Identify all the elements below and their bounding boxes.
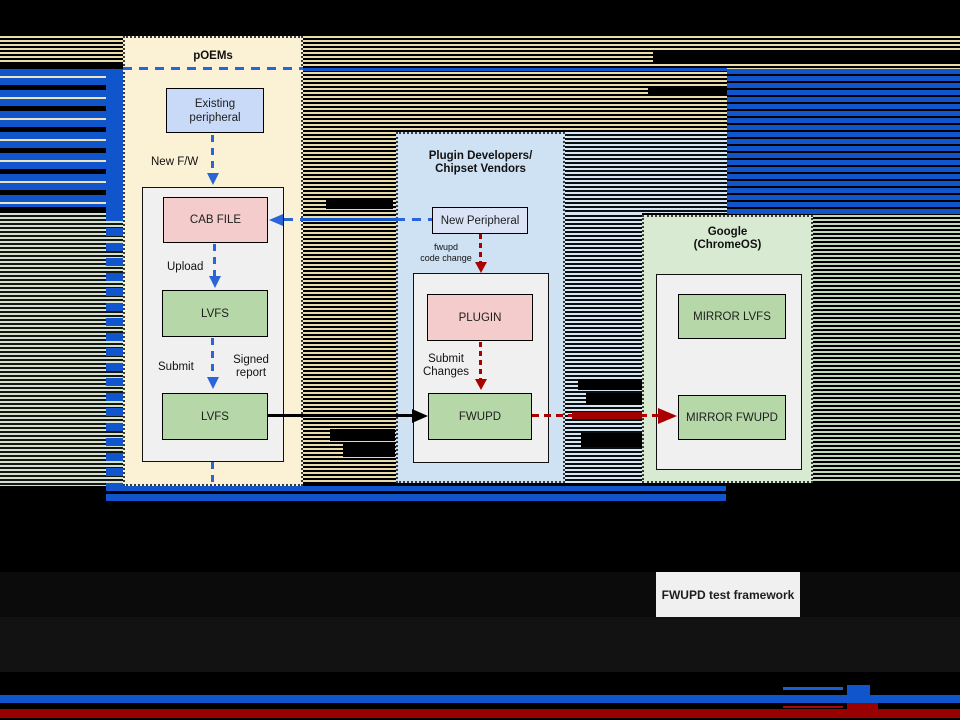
arrow-fwupd-code-change-head — [475, 262, 487, 273]
arrow-newperipheral-head — [269, 214, 283, 226]
redaction-bar-middle — [326, 198, 393, 209]
node-cab-file-label: CAB FILE — [189, 214, 242, 226]
node-mirror-fwupd: MIRROR FWUPD — [678, 395, 786, 440]
label-upload: Upload — [167, 261, 204, 273]
node-existing-peripheral-line2: peripheral — [189, 111, 241, 124]
glitch-red-thin-line — [783, 706, 843, 708]
node-mirror-fwupd-label: MIRROR FWUPD — [686, 411, 778, 424]
label-signed-report: Signed report — [228, 354, 274, 380]
glitch-blue-line-top — [303, 68, 727, 71]
arrow-lvfs-to-fwupd-head — [412, 409, 428, 423]
redaction-bar-below-lvfs-1 — [330, 429, 395, 441]
glitch-blue-dash-below-panel — [211, 462, 214, 486]
arrow-fwupd-to-mirror-head — [658, 408, 677, 424]
node-fwupd-test-framework-label: FWUPD test framework — [661, 587, 795, 602]
glitch-dark-band-1 — [0, 572, 960, 617]
node-new-peripheral: New Peripheral — [432, 207, 528, 234]
node-existing-peripheral-line1: Existing — [194, 97, 236, 110]
glitch-stripes-tan-middle — [303, 132, 396, 483]
redaction-bar-below-lvfs-2 — [343, 444, 395, 457]
label-fwupd-code-change: fwupd code change — [408, 242, 484, 264]
redaction-bar-top-right — [653, 51, 960, 62]
glitch-stripes-blue-right — [727, 69, 960, 215]
group-google-title-line1: Google — [707, 226, 748, 238]
node-fwupd-test-framework: FWUPD test framework — [656, 572, 800, 617]
glitch-stripes-lightblue-upper — [565, 132, 727, 213]
arrow-newperipheral-glitch-solid — [303, 218, 396, 221]
group-plugin-vendors-title-line2: Chipset Vendors — [435, 163, 526, 175]
label-submit: Submit — [158, 361, 194, 373]
glitch-blue-hbar-1 — [106, 486, 726, 491]
node-plugin-label: PLUGIN — [458, 311, 502, 324]
arrow-fwupd-to-mirror-glitch-solid — [572, 412, 642, 419]
glitch-blue-column — [106, 69, 123, 213]
glitch-blue-hbar-2 — [106, 494, 726, 501]
arrow-submit-changes-head — [475, 379, 487, 390]
label-fwupd-change-line2: code change — [420, 253, 472, 263]
arrow-fwupd-code-change-line — [479, 234, 482, 264]
label-signed-line1: Signed — [233, 354, 269, 366]
label-submit-changes: Submit Changes — [415, 353, 477, 379]
label-new-fw: New F/W — [151, 156, 199, 168]
arrow-submit-changes-line — [479, 342, 482, 380]
glitch-stripes-blue-left — [0, 69, 106, 207]
node-mirror-lvfs-label: MIRROR LVFS — [693, 310, 771, 323]
redaction-bar-upper-right — [648, 87, 727, 96]
node-fwupd: FWUPD — [428, 393, 532, 440]
node-existing-peripheral: Existing peripheral — [166, 88, 264, 133]
node-cab-file: CAB FILE — [163, 197, 268, 243]
redaction-bar-right-3 — [581, 433, 642, 447]
bottom-red-bar — [0, 709, 960, 718]
group-poems-title: pOEMs — [193, 50, 233, 62]
arrow-lvfs-to-fwupd-line — [268, 414, 414, 417]
node-fwupd-label: FWUPD — [458, 410, 502, 423]
node-lvfs-lower: LVFS — [162, 393, 268, 440]
node-new-peripheral-label: New Peripheral — [440, 214, 520, 227]
arrow-upload-head — [209, 276, 221, 288]
arrow-submit-line — [211, 338, 214, 378]
arrow-submit-head — [207, 377, 219, 389]
glitch-stripes-green-left — [0, 213, 123, 486]
redaction-bar-right-2 — [586, 393, 642, 405]
glitch-stripes-green-right — [813, 215, 960, 483]
arrow-upload-line — [213, 244, 216, 277]
glitch-stripes-tan-top-left — [0, 36, 123, 62]
glitch-blue-thin-line — [783, 687, 843, 690]
bottom-blue-bar — [0, 695, 960, 703]
node-lvfs-upper: LVFS — [162, 290, 268, 337]
glitch-blue-column-dashes — [106, 213, 123, 486]
label-signed-line2: report — [235, 367, 267, 379]
label-fwupd-change-line1: fwupd — [433, 242, 459, 252]
group-plugin-vendors-title-line1: Plugin Developers/ — [428, 150, 533, 162]
node-mirror-lvfs: MIRROR LVFS — [678, 294, 786, 339]
group-google-title-line2: (ChromeOS) — [693, 239, 762, 251]
glitch-blue-dashed-line-top — [123, 67, 303, 70]
arrow-newfw-line — [211, 135, 214, 174]
label-submit-changes-line2: Changes — [422, 366, 470, 378]
node-plugin: PLUGIN — [427, 294, 533, 341]
redaction-bar-right-1 — [578, 379, 642, 390]
node-lvfs-lower-label: LVFS — [201, 410, 229, 423]
glitch-dark-band-2 — [0, 617, 960, 672]
label-submit-changes-line1: Submit — [428, 353, 464, 365]
arrow-newfw-head — [207, 173, 219, 185]
node-lvfs-upper-label: LVFS — [201, 307, 229, 320]
glitch-red-block — [847, 703, 878, 713]
